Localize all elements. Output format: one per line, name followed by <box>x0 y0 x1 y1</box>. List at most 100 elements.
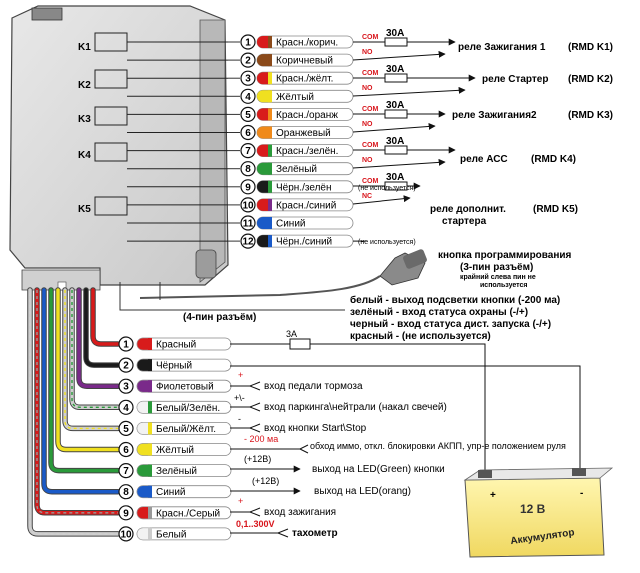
wire-label: Зелёный <box>156 466 197 477</box>
wire-color-cap <box>257 180 270 193</box>
programming-button <box>139 249 427 299</box>
button-title: кнопка программирования <box>438 250 572 261</box>
wire-color-cap <box>136 422 151 435</box>
pin-number-circle <box>118 378 134 394</box>
wire-color-cap <box>136 358 151 372</box>
pin5-minus: - <box>238 414 241 424</box>
pin9-plus: + <box>238 496 243 506</box>
wire-label: Жёлтый <box>276 92 314 103</box>
pin-number: 10 <box>120 529 132 540</box>
relay-target-name: реле Зажигания 1 <box>458 42 546 53</box>
bottom-wire-6 <box>56 288 120 452</box>
battery: + - 12 В Аккумулятор <box>463 467 614 558</box>
pin-number-circle <box>118 526 134 542</box>
wire-label: Чёрн./синий <box>276 237 332 248</box>
wire-color-cap <box>257 162 270 175</box>
pin-number: 8 <box>123 487 129 498</box>
pin-number: 1 <box>123 340 129 351</box>
pin-number: 2 <box>123 361 129 372</box>
fuse-30a <box>384 109 408 119</box>
wire-label: Красн./жёлт. <box>276 74 333 85</box>
pin-number-circle <box>118 357 134 373</box>
pin-number: 10 <box>242 200 254 211</box>
wire-label: Красн./корич. <box>276 38 338 49</box>
bottom-wire-bundle <box>27 287 121 537</box>
relay-target-name: реле Стартер <box>482 74 548 85</box>
pin-number: 6 <box>245 128 251 139</box>
desc-immo: обход иммо, откл. блокировки АКПП, упр-е… <box>310 441 566 451</box>
fuse-label: 30A <box>386 172 404 183</box>
relay-target-name: реле АСС <box>460 154 508 165</box>
pin-number-circle <box>240 52 256 68</box>
wire-color-cap <box>257 108 270 121</box>
pin-number-circle <box>240 124 256 141</box>
wire-color-cap <box>136 464 151 477</box>
fuse-3a-label: 3А <box>286 329 297 339</box>
pin-number-circle <box>240 179 256 195</box>
top-pin-6: 6 Оранжевый <box>228 124 354 141</box>
wire-label: Чёрн./зелён <box>276 182 332 193</box>
relay-target-code: (RMD K5) <box>533 204 578 215</box>
relay-k5-label: K5 <box>78 204 91 215</box>
connector4-line-1: белый - выход подсветки кнопки (-200 ма) <box>350 294 560 306</box>
wire-label: Красн./синий <box>276 200 336 211</box>
pin-number: 1 <box>245 38 251 49</box>
pin-number: 12 <box>242 237 254 248</box>
battery-voltage: 12 В <box>520 502 546 516</box>
pin-number: 5 <box>123 424 129 435</box>
bottom-pin-5: 5 Белый/Жёлт. <box>118 420 232 436</box>
relay-k1-label: K1 <box>78 42 91 53</box>
relay-target-name-2: стартера <box>442 216 487 227</box>
bottom-pin-7: 7 Зелёный <box>118 463 232 479</box>
pin-number: 3 <box>245 74 251 85</box>
module-latch <box>31 7 63 21</box>
connector4-label: (4-пин разъём) <box>183 312 256 323</box>
bottom-descriptions: 3А + вход педали тормоза +\- вход паркин… <box>230 329 581 539</box>
pin-number-circle <box>240 88 256 104</box>
pin-number-circle <box>240 233 256 249</box>
relay-k2-label: K2 <box>78 80 91 91</box>
pin-number: 8 <box>245 164 251 175</box>
wire-color-cap <box>136 337 151 351</box>
wire-label: Синий <box>156 487 186 498</box>
wire-color-cap <box>257 126 270 139</box>
pin-number: 6 <box>123 445 129 456</box>
top-pin-10: 10 Красн./синий <box>228 197 354 213</box>
pin-number: 2 <box>245 56 251 67</box>
wire-color-cap <box>257 235 270 248</box>
module-connector-tab <box>195 249 217 279</box>
wire-label: Фиолетовый <box>156 382 214 393</box>
wire-color-cap <box>257 217 270 229</box>
pin-number: 7 <box>123 466 129 477</box>
pin-number: 5 <box>245 110 251 121</box>
top-pin-12: 12 Чёрн./синий <box>228 233 354 249</box>
relay-target-code: (RMD K2) <box>568 74 613 85</box>
pin-number-circle <box>240 215 256 231</box>
battery-plus-terminal <box>478 470 492 478</box>
pin-number-circle <box>240 106 256 123</box>
top-pin-3: 3 Красн./жёлт. <box>228 70 354 86</box>
pin7-plus12: (+12В) <box>244 454 271 464</box>
pin-number-circle <box>118 336 134 352</box>
wire-color-cap <box>257 54 270 67</box>
connector4-line-2: зелёный - вход статуса охраны (-/+) <box>350 307 528 318</box>
fuse-30a <box>384 73 408 83</box>
pin-number: 11 <box>243 219 254 230</box>
wire-label: Оранжевый <box>276 128 331 139</box>
pin-number: 7 <box>245 146 251 157</box>
pin-number-circle <box>118 399 134 415</box>
wire-color-cap <box>257 90 270 103</box>
wire-label: Синий <box>276 219 306 230</box>
wire-label: Белый/Жёлт. <box>156 424 216 435</box>
connector4-line-3: черный - вход статуса дист. запуска (-/+… <box>350 319 551 330</box>
fuse-3a <box>289 338 311 350</box>
unused-label-pin-9: (не используется) <box>358 185 416 192</box>
